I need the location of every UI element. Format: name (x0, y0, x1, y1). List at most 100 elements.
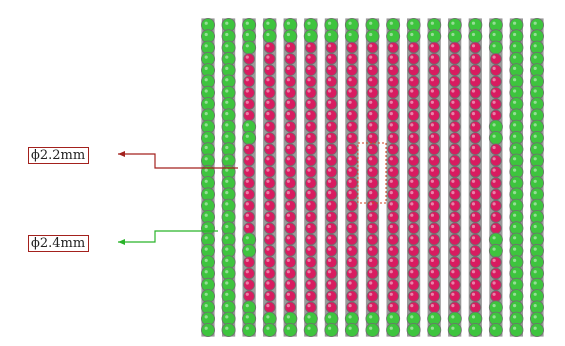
small-pellet (284, 177, 297, 189)
pellet-highlight (348, 66, 352, 70)
pellet-highlight (513, 44, 517, 48)
pellet-highlight (245, 21, 249, 25)
small-pellet (263, 267, 276, 280)
small-pellet (304, 177, 317, 189)
pellet-highlight (513, 315, 517, 319)
small-pellet (469, 154, 482, 167)
small-pellet (304, 290, 317, 302)
pellet-highlight (245, 236, 249, 240)
pellet-highlight (430, 55, 434, 59)
pellet-highlight (204, 292, 208, 296)
pellet-highlight (430, 78, 434, 82)
small-pellet (428, 199, 441, 212)
pellet-highlight (245, 326, 249, 330)
small-pellet (284, 98, 297, 110)
pellet-highlight (225, 213, 229, 217)
pellet-highlight (492, 145, 496, 150)
pellet-highlight (245, 44, 249, 48)
pellet-highlight (348, 134, 352, 138)
large-pellet (242, 322, 257, 337)
small-pellet (304, 222, 317, 235)
large-pellet (386, 322, 401, 337)
pellet-highlight (410, 32, 414, 37)
small-pellet (407, 222, 420, 235)
pellet-highlight (471, 21, 476, 25)
pellet-highlight (266, 32, 270, 37)
pellet-highlight (492, 292, 496, 296)
small-pellet (243, 166, 255, 178)
pellet-highlight (533, 123, 537, 127)
pellet-highlight (245, 247, 249, 251)
small-pellet (284, 87, 297, 99)
small-pellet (243, 256, 255, 269)
pellet-highlight (245, 292, 249, 296)
pellet-highlight (286, 224, 290, 229)
pellet-highlight (410, 179, 414, 183)
small-pellet (469, 87, 482, 99)
small-pellet (243, 87, 255, 99)
pellet-highlight (286, 145, 290, 150)
pellet-highlight (533, 258, 537, 262)
pellet-highlight (410, 44, 414, 48)
pellet-highlight (286, 191, 290, 195)
pellet-highlight (389, 304, 393, 308)
small-pellet (428, 75, 441, 88)
pellet-highlight (328, 55, 332, 59)
pellet-highlight (430, 157, 434, 161)
pellet-highlight (410, 145, 414, 150)
small-pellet (448, 199, 461, 212)
pellet-highlight (286, 247, 290, 251)
pellet-highlight (286, 281, 290, 285)
pellet-highlight (451, 315, 455, 319)
pellet-highlight (245, 55, 249, 59)
pellet-highlight (307, 224, 311, 229)
pellet-highlight (389, 89, 393, 93)
small-pellet (448, 109, 461, 122)
pellet-highlight (307, 55, 311, 59)
pellet-highlight (451, 157, 455, 161)
small-pellet (243, 98, 255, 110)
pellet-highlight (225, 247, 229, 251)
pellet-highlight (513, 32, 517, 37)
small-pellet (346, 75, 358, 88)
small-pellet (407, 64, 420, 76)
small-pellet (428, 132, 441, 144)
pellet-highlight (286, 32, 290, 37)
pellet-highlight (245, 66, 249, 70)
small-pellet (407, 233, 420, 246)
pellet-highlight (492, 304, 496, 308)
small-pellet (448, 233, 461, 246)
pellet-highlight (245, 89, 249, 93)
small-pellet (407, 290, 420, 302)
small-pellet (428, 64, 441, 76)
small-pellet (448, 98, 461, 110)
small-pellet (346, 211, 358, 223)
small-pellet (263, 188, 276, 201)
pellet-highlight (204, 202, 208, 206)
small-pellet (304, 233, 317, 246)
pellet-highlight (348, 44, 352, 48)
pellet-highlight (410, 281, 414, 285)
pellet-highlight (369, 89, 373, 93)
small-pellet (490, 177, 502, 189)
pellet-highlight (328, 247, 332, 251)
small-pellet (407, 154, 420, 167)
pellet-highlight (430, 258, 434, 262)
pellet-highlight (245, 202, 249, 206)
small-pellet (243, 53, 255, 65)
pellet-highlight (286, 270, 290, 274)
small-pellet (325, 199, 338, 212)
pellet-highlight (245, 78, 249, 82)
pellet-highlight (389, 44, 393, 48)
small-pellet (387, 177, 399, 189)
pellet-highlight (245, 145, 249, 150)
pellet-highlight (266, 326, 270, 330)
pellet-highlight (266, 179, 270, 183)
pellet-highlight (451, 179, 455, 183)
small-pellet (346, 120, 358, 133)
pellet-highlight (266, 89, 270, 93)
pellet-highlight (471, 270, 476, 274)
small-pellet (325, 222, 338, 235)
pellet-highlight (286, 292, 290, 296)
